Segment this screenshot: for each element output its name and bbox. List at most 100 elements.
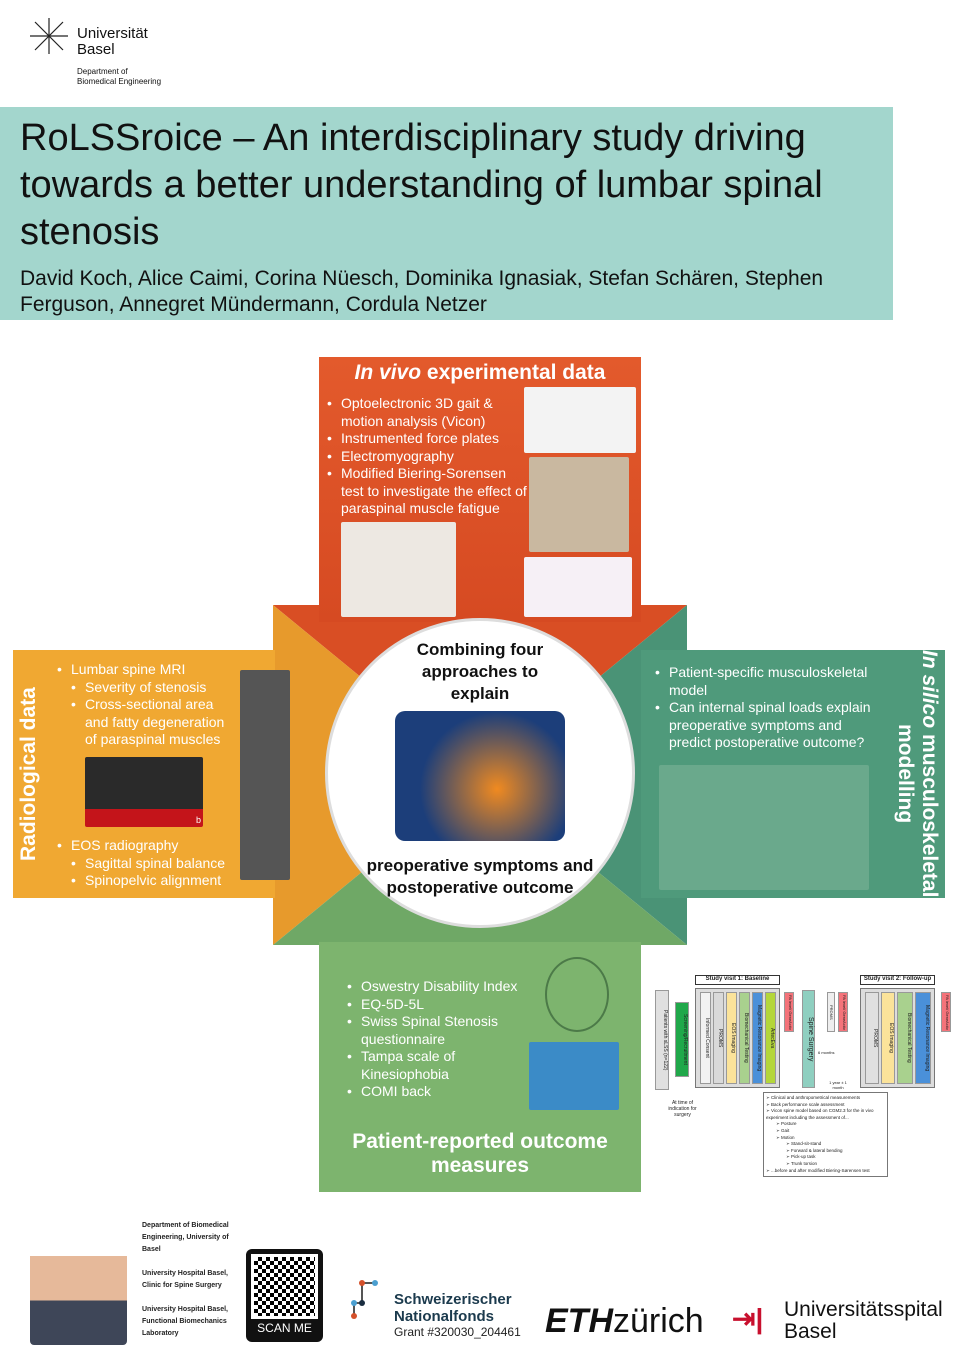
snf-logo-icon [351,1280,378,1319]
biering-sorensen-image [529,457,629,552]
tablet-image [529,1042,619,1110]
gait-analysis-image [524,387,636,453]
visit1-label: Study visit 1: Baseline [695,975,780,985]
affiliation: Department of Biomedical Engineering, Un… [142,1222,229,1253]
snf-line: Nationalfonds [394,1308,494,1325]
list-item: Electromyography [327,448,527,466]
logo-line: Universität [77,25,148,42]
list-item: EOS radiography [57,837,237,855]
qr-label: SCAN ME [257,1321,312,1335]
list-item: Lumbar spine MRI [57,661,237,679]
surgery-box: Spine Surgery [802,990,815,1088]
list-item: EQ-5D-5L [347,996,537,1014]
step: PROMS [865,992,879,1084]
prom-section: Oswestry Disability Index EQ-5D-5L Swiss… [319,942,641,1192]
time-note: At time of indication for surgery [668,1100,697,1118]
poster-title: RoLSSroice – An interdisciplinary study … [20,117,823,253]
university-logo [28,16,70,56]
detail-item: ➢ ...before and after modified Biering-S… [766,1167,870,1173]
logo-star-icon [30,18,68,54]
qr-code[interactable]: SCAN ME [246,1249,323,1342]
detail-item: ➢ Posture [776,1121,797,1127]
list-item: COMI back [347,1083,537,1101]
list-item: Tampa scale of Kinesiophobia [347,1048,537,1083]
list-item: Optoelectronic 3D gait & motion analysis… [327,395,527,430]
step: Biomechanical Testing [739,992,750,1084]
prom-title: Patient-reported outcome measures [352,1130,608,1177]
step: PROMS [713,992,724,1084]
emg-plots [524,557,632,617]
visit2-label: Study visit 2: Follow-up [860,975,935,985]
in-vivo-section: In vivo experimental data Optoelectronic… [319,357,641,622]
authors: David Koch, Alice Caimi, Corina Nüesch, … [20,267,824,316]
spine-images [240,670,290,880]
in-silico-section: Patient-specific musculoskeletal model C… [641,650,945,898]
person-icon [545,957,609,1032]
snf-line: Schweizerischer [394,1291,512,1308]
pa-box: PA level/ GeneActiv [941,992,951,1032]
in-vivo-title: In vivo experimental data [319,361,641,385]
center-circle: Combining four approaches to explain pre… [325,618,635,928]
musculoskeletal-model-images [659,765,869,890]
detail-item: ➢ Back performance scale assessment [766,1101,845,1107]
center-top-text: Combining four approaches to explain [416,640,544,703]
title-rest: musculoskeletal modelling [894,724,941,898]
list-item: Can internal spinal loads explain preope… [655,699,875,752]
logo-line: Basel [77,41,115,58]
radiological-section: Radiological data Lumbar spine MRI Sever… [13,650,290,898]
eth-rest: zürich [613,1302,704,1340]
detail-item: ➢ Trunk torsion [786,1160,818,1166]
title-italic: In silico [918,650,941,729]
dept-line: Department of [77,67,128,76]
list-item: Instrumented force plates [327,430,527,448]
in-vivo-list: Optoelectronic 3D gait & motion analysis… [327,395,527,518]
affiliations: Department of Biomedical Engineering, Un… [142,1220,232,1340]
list-item: Modified Biering-Sorensen test to invest… [327,465,527,518]
eth-logo: ETHzürich [545,1302,704,1341]
list-item: Severity of stenosis [57,679,237,697]
study-flowchart: Study visit 1: Baseline Study visit 2: F… [650,970,960,1180]
prom-list: Oswestry Disability Index EQ-5D-5L Swiss… [347,978,537,1101]
usb-logo-icon: ⇥| [732,1303,764,1334]
affiliation: University Hospital Basel, Clinic for Sp… [142,1270,228,1289]
list-item: Swiss Spinal Stenosis questionnaire [347,1013,537,1048]
qr-pattern-icon [251,1254,318,1319]
detail-item: ➢ Motion [776,1134,795,1140]
details-box: ➢ Clinical and anthropometrical measurem… [763,1092,888,1177]
detail-item: ➢ Gait [776,1127,790,1133]
eos-list: EOS radiography Sagittal spinal balance … [57,837,237,890]
participant-photos [341,522,456,617]
in-silico-title: In silico musculoskeletal modelling [893,650,941,898]
center-bottom-text: preoperative symptoms and postoperative … [366,856,594,897]
usb-line: Universitätsspital [784,1298,943,1321]
title-italic: In vivo [354,361,422,384]
detail-item: ➢ Stand-sit-stand [786,1141,822,1147]
usb-line: Basel [784,1320,837,1343]
detail-item: ➢ Clinical and anthropometrical measurem… [766,1095,861,1100]
step: EOS Imaging [726,992,737,1084]
step: Biomechanical Testing [897,992,913,1084]
dept-line: Biomedical Engineering [77,77,162,86]
step: EOS Imaging [881,992,895,1084]
list-item: Spinopelvic alignment [57,872,237,890]
patients-box: Patients with sLSS (n=122) [655,990,669,1090]
mri-list: Lumbar spine MRI Severity of stenosis Cr… [57,661,237,749]
title-rest: experimental data [421,361,606,384]
list-item: Patient-specific musculoskeletal model [655,664,875,699]
six-months-label: 6 months [818,1050,835,1055]
author-photo [30,1218,127,1345]
step: ArtecEva [765,992,776,1084]
proms-box: PROMS [827,992,835,1032]
mri-axial-image: b [85,757,203,827]
pa-box: PA level/ GeneActiv [838,992,848,1032]
in-silico-list: Patient-specific musculoskeletal model C… [655,664,875,752]
radiological-title: Radiological data [17,687,40,861]
detail-item: ➢ Vicon spine model based on CGM2.3 for … [766,1108,874,1120]
grant-number: Grant #320030_204461 [394,1325,521,1339]
list-item: Oswestry Disability Index [347,978,537,996]
step: Magnetic Resonance Imaging [752,992,763,1084]
step: Magnetic Resonance Imaging [915,992,931,1084]
